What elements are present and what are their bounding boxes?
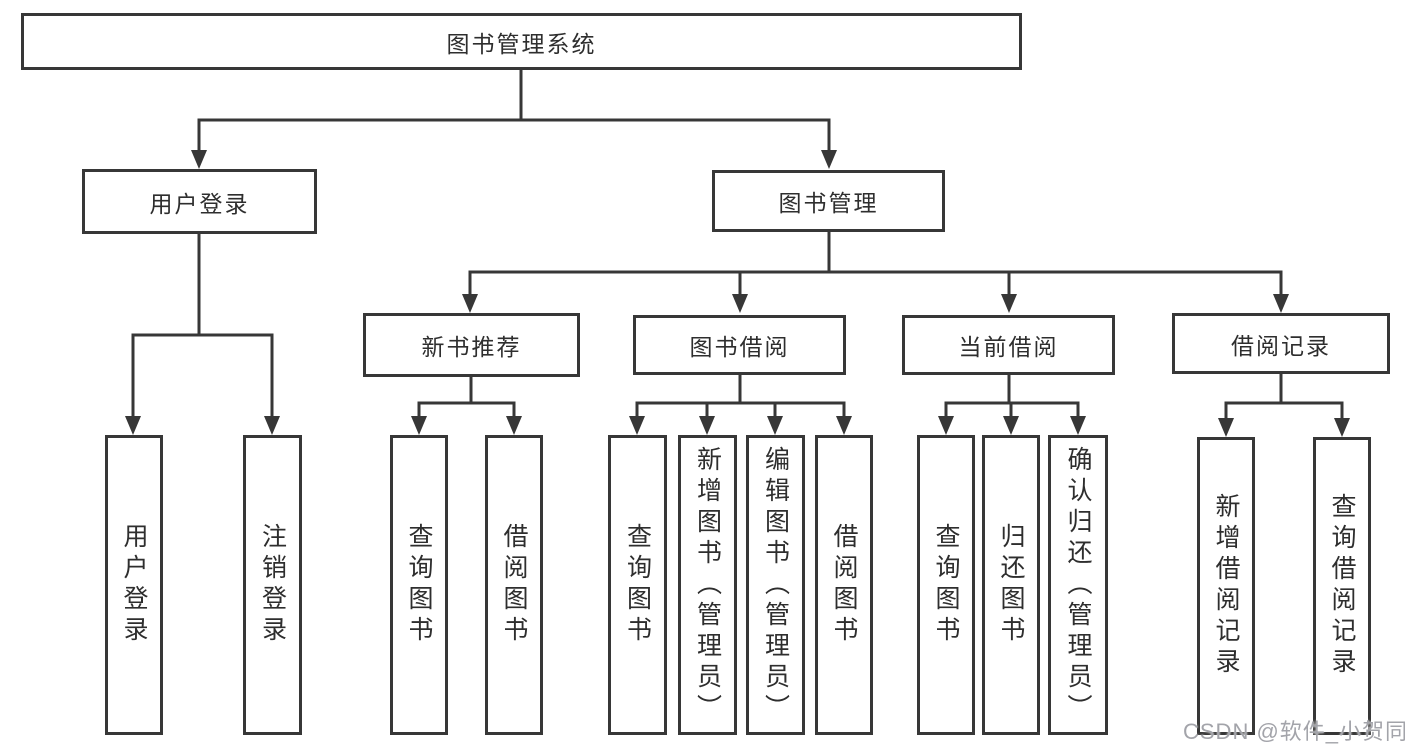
arrow-icon [1334,418,1350,437]
arrow-icon [125,416,141,435]
connector-user-login [131,232,274,419]
node-leaf-query-borrow-record: 查询借阅记录 [1313,437,1371,735]
csdn-watermark: CSDN @软件_小贺同学 [1183,719,1405,744]
node-borrowing-records: 借阅记录 [1172,313,1390,374]
arrow-icon [1218,418,1234,437]
connector-new-book [417,375,516,419]
node-label: 图书借阅 [689,334,790,360]
node-leaf-add-borrow-record: 新增借阅记录 [1197,437,1255,735]
node-label: 图书管理 [778,190,879,216]
node-user-login: 用户登录 [82,169,317,234]
arrow-icon [506,416,522,435]
arrow-icon [938,416,954,435]
node-label: 查询借阅记录 [1328,493,1356,679]
arrow-icon [191,150,207,169]
node-leaf-query-books-1: 查询图书 [390,435,448,735]
node-leaf-logout: 注销登录 [243,435,302,735]
node-label: 查询图书 [932,523,960,647]
node-leaf-add-books-admin: 新增图书（管理员） [678,435,737,735]
node-label: 查询图书 [623,523,652,647]
node-system-root: 图书管理系统 [21,13,1022,70]
arrow-icon [1273,294,1289,313]
node-leaf-confirm-return-admin: 确认归还（管理员） [1048,435,1108,735]
connector-root [197,68,831,153]
node-leaf-borrow-books-1: 借阅图书 [485,435,543,735]
arrow-icon [821,150,837,169]
node-label: 用户登录 [120,523,148,647]
connector-current-borrow [944,373,1080,419]
node-label: 借阅记录 [1231,332,1331,359]
arrow-icon [836,416,852,435]
arrow-icon [629,416,645,435]
arrow-icon [411,416,427,435]
node-label: 用户登录 [149,190,250,217]
arrow-icon [699,416,715,435]
node-label: 注销登录 [258,523,287,647]
connector-borrow-record [1224,372,1344,421]
node-leaf-return-books: 归还图书 [982,435,1040,735]
node-label: 编辑图书（管理员） [761,445,790,725]
node-book-borrowing: 图书借阅 [633,315,846,375]
arrow-icon [1001,294,1017,313]
node-leaf-borrow-books-2: 借阅图书 [815,435,873,735]
arrow-icon [767,416,783,435]
node-leaf-edit-books-admin: 编辑图书（管理员） [746,435,805,735]
node-label: 借阅图书 [500,523,528,647]
node-label: 当前借阅 [958,334,1059,360]
node-current-borrowing: 当前借阅 [902,315,1115,375]
connector-book-mgmt [468,230,1283,297]
arrow-icon [732,294,748,313]
node-label: 归还图书 [997,523,1025,647]
arrow-icon [1003,416,1019,435]
connector-book-borrow [635,373,846,419]
node-label: 借阅图书 [830,523,858,647]
node-label: 新书推荐 [421,334,522,360]
node-label: 新增借阅记录 [1212,493,1240,679]
node-label: 确认归还（管理员） [1064,445,1092,725]
node-book-management: 图书管理 [712,170,945,232]
node-label: 新增图书（管理员） [693,445,722,725]
arrow-icon [264,416,280,435]
node-leaf-user-login: 用户登录 [105,435,163,735]
node-label: 图书管理系统 [446,30,597,57]
node-label: 查询图书 [405,523,433,647]
node-leaf-query-books-3: 查询图书 [917,435,975,735]
node-new-book-recommend: 新书推荐 [363,313,580,377]
node-leaf-query-books-2: 查询图书 [608,435,667,735]
arrow-icon [462,294,478,313]
arrow-icon [1070,416,1086,435]
